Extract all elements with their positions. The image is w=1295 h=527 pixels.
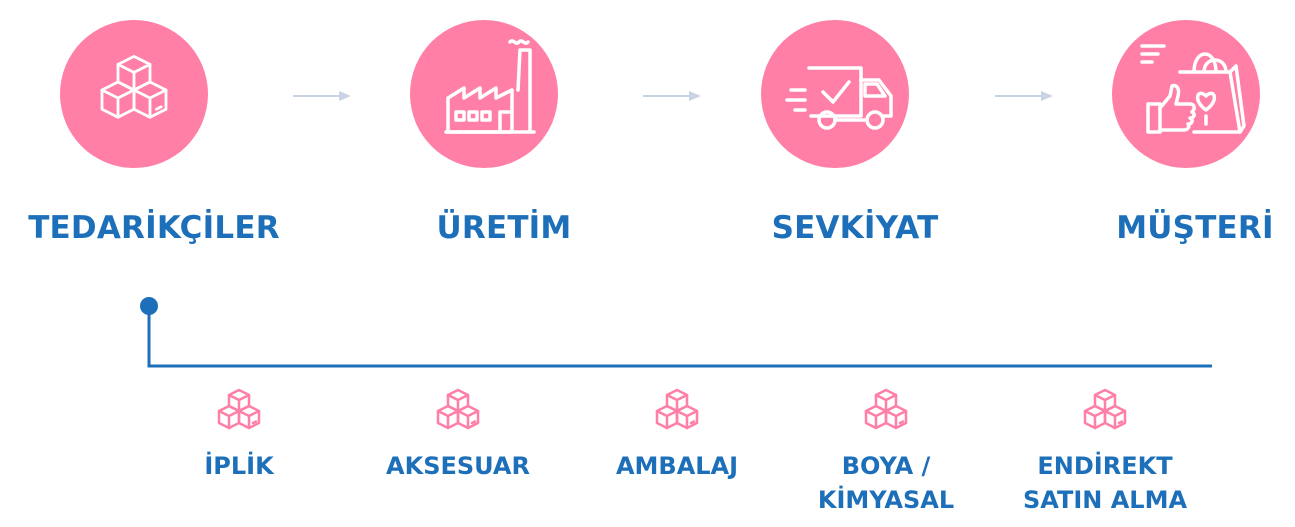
boxes-icon bbox=[655, 388, 699, 430]
boxes-icon bbox=[100, 55, 168, 119]
boxes-icon bbox=[1083, 388, 1127, 430]
stage-label-suppliers: TEDARİKÇİLER bbox=[28, 210, 280, 246]
sub-item-label-3: AMBALAJ bbox=[615, 452, 739, 480]
boxes-icon bbox=[436, 388, 480, 430]
stage-circle-customer bbox=[1112, 20, 1260, 168]
boxes-icon bbox=[864, 388, 908, 430]
sub-item-label-1: İPLİK bbox=[204, 452, 274, 480]
arrow-right-icon bbox=[643, 91, 701, 101]
stage-circle-production bbox=[410, 20, 558, 168]
sub-item-label-4b: KİMYASAL bbox=[817, 486, 955, 514]
stage-circle-suppliers bbox=[60, 20, 208, 168]
sub-item-label-5b: SATIN ALMA bbox=[1022, 486, 1188, 514]
stage-label-production: ÜRETİM bbox=[436, 210, 572, 246]
boxes-icon bbox=[217, 388, 261, 430]
sub-item-label-4a: BOYA / bbox=[841, 452, 931, 480]
timeline-start-dot bbox=[140, 297, 158, 315]
delivery-truck-icon bbox=[785, 66, 893, 130]
sub-item-label-2: AKSESUAR bbox=[386, 452, 530, 480]
arrow-right-icon bbox=[995, 91, 1053, 101]
sub-item-label-5a: ENDİREKT bbox=[1037, 452, 1173, 480]
stage-label-shipping: SEVKİYAT bbox=[771, 210, 939, 246]
arrow-right-icon bbox=[293, 91, 351, 101]
shopping-bag-icon bbox=[1140, 44, 1246, 134]
factory-icon bbox=[444, 39, 536, 134]
stage-circle-shipping bbox=[761, 20, 909, 168]
stage-label-customer: MÜŞTERİ bbox=[1116, 210, 1274, 246]
